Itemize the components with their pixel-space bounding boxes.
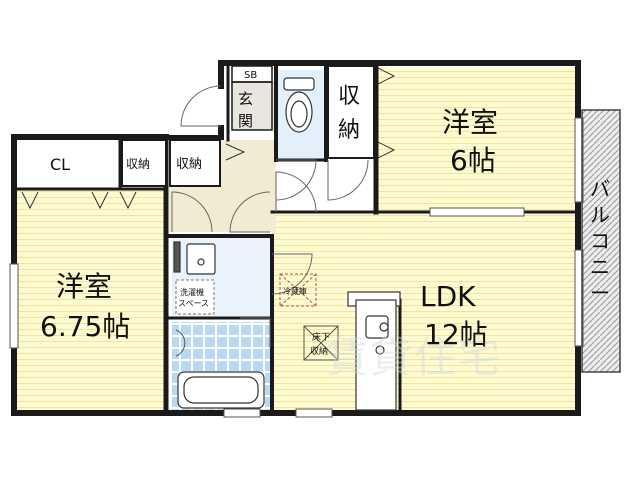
bath-door-curve (175, 329, 186, 357)
balcony-char: ニ (590, 255, 610, 279)
balcony-char: バ (590, 177, 610, 201)
closet-door-marks (21, 67, 396, 210)
storage-a-label: 収納 (126, 157, 150, 171)
genkan-step (231, 81, 273, 131)
balcony-char: コ (590, 229, 610, 253)
balcony-border (581, 109, 621, 373)
washer-label-bottom: スペース (178, 299, 209, 308)
closet-cl-label: CL (50, 155, 70, 174)
bedroom-left-floor (17, 190, 164, 410)
storage-box-a (121, 139, 167, 187)
genkan-label-bottom: 関 (238, 112, 253, 130)
bedroom-left-size: 6.75帖 (40, 310, 130, 343)
fridge-space (279, 273, 317, 307)
storage-box-b (169, 139, 221, 187)
bedroom-right-size: 6帖 (450, 144, 496, 177)
underfloor-label-bottom: 収納 (310, 345, 328, 357)
storage-main-label-top: 収 (338, 84, 360, 109)
genkan-label-top: 玄 (238, 90, 253, 108)
ldk-name: LDK (420, 280, 476, 313)
bedroom-left-name: 洋室 (56, 270, 112, 303)
ldk-size: 12帖 (424, 318, 488, 351)
sb-label: SB (244, 70, 257, 81)
closet-cl-floor (17, 140, 119, 188)
balcony-floor (582, 110, 620, 372)
balcony-char: ル (590, 203, 610, 227)
underfloor-label-top: 床下 (312, 331, 330, 343)
balcony-label: バ ル コ ニ ー (590, 177, 610, 305)
storage-main-label-bottom: 納 (338, 118, 360, 143)
storage-main-box (327, 65, 375, 159)
kitchen-counter-icon (347, 291, 401, 411)
bedroom-right-floor (377, 67, 575, 210)
windows (9, 117, 584, 418)
washer-label-top: 洗濯機 (180, 287, 204, 297)
genkan-floor (232, 82, 274, 130)
balcony-char: ー (590, 281, 610, 305)
watermark: 賃貸住宅 (326, 333, 502, 382)
washbasin-icon (173, 241, 216, 275)
toilet-icon (283, 77, 315, 133)
bedroom-right-name: 洋室 (442, 106, 498, 139)
storage-b-label: 収納 (176, 157, 202, 172)
ldk-floor (272, 212, 575, 412)
fridge-label: 冷蔵庫 (283, 286, 307, 296)
underfloor-storage (303, 325, 339, 361)
washer-space (175, 279, 215, 315)
bathtub-icon (177, 371, 265, 409)
